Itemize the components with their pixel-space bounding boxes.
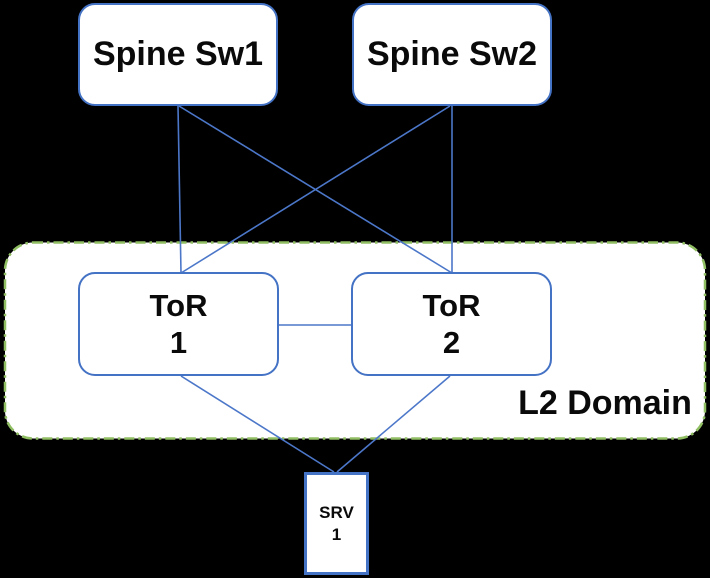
node-srv-1: SRV 1 [304, 472, 369, 575]
node-tor-2-number: 2 [442, 325, 461, 360]
link-spine-sw1-to-tor-1 [177, 105, 182, 274]
node-tor-2-label: ToR [422, 288, 481, 323]
node-srv-1-number: 1 [331, 524, 342, 544]
node-spine-sw2: Spine Sw2 [352, 3, 552, 106]
node-tor-1: ToR 1 [78, 272, 279, 376]
node-spine-sw1-label: Spine Sw1 [92, 35, 264, 73]
link-tor-1-to-srv-1 [180, 375, 335, 473]
node-tor-2: ToR 2 [351, 272, 552, 376]
node-spine-sw1: Spine Sw1 [78, 3, 278, 106]
link-tor-2-to-srv-1 [336, 375, 451, 473]
node-spine-sw2-label: Spine Sw2 [366, 35, 538, 73]
node-tor-1-number: 1 [169, 325, 188, 360]
link-spine-sw2-to-tor-1 [180, 105, 451, 274]
l2-domain-label: L2 Domain [518, 384, 692, 422]
node-srv-1-label: SRV [319, 502, 354, 522]
node-tor-1-label: ToR [149, 288, 208, 323]
